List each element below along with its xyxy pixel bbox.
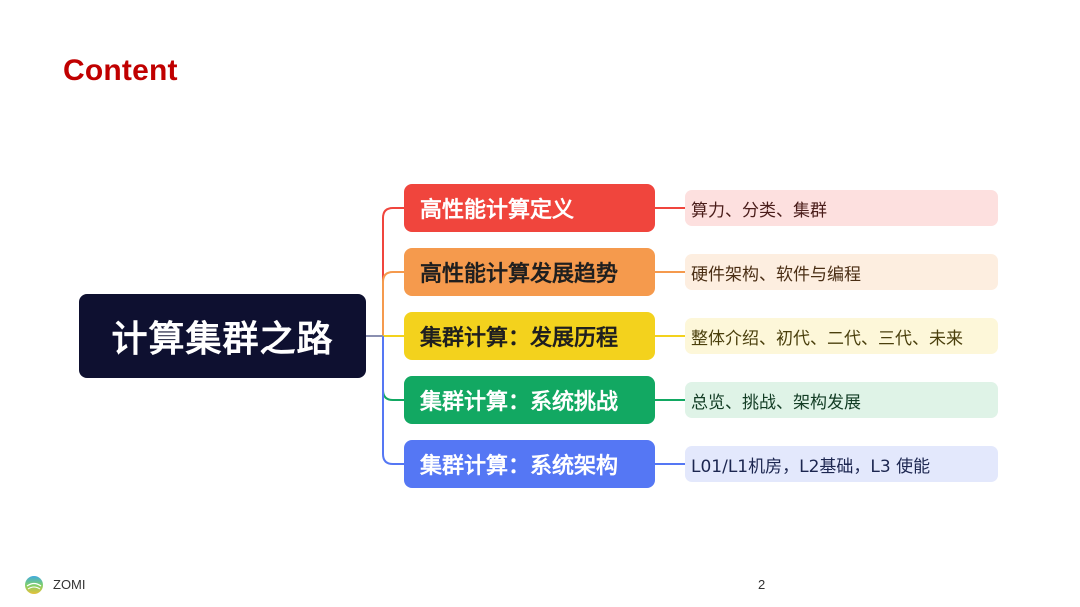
footer-brand: ZOMI: [53, 577, 86, 592]
branch-connector: [382, 336, 404, 401]
branch-node: 高性能计算定义: [404, 184, 655, 232]
branch-node: 集群计算：系统架构: [404, 440, 655, 488]
branch-detail: 整体介绍、初代、二代、三代、未来: [685, 318, 998, 354]
branch-node: 集群计算：系统挑战: [404, 376, 655, 424]
branch-connector: [382, 207, 404, 336]
branch-detail: 硬件架构、软件与编程: [685, 254, 998, 290]
branch-detail: L01/L1机房，L2基础，L3 使能: [685, 446, 998, 482]
branch-connector: [382, 271, 404, 336]
branch-detail: 算力、分类、集群: [685, 190, 998, 226]
branch-node: 高性能计算发展趋势: [404, 248, 655, 296]
branch-detail: 总览、挑战、架构发展: [685, 382, 998, 418]
mindmap-root-node: 计算集群之路: [79, 294, 366, 378]
branch-connector: [382, 336, 404, 465]
slide-title: Content: [63, 54, 178, 87]
branch-node: 集群计算：发展历程: [404, 312, 655, 360]
zomi-logo-icon: [25, 576, 43, 594]
page-number: 2: [758, 577, 766, 592]
